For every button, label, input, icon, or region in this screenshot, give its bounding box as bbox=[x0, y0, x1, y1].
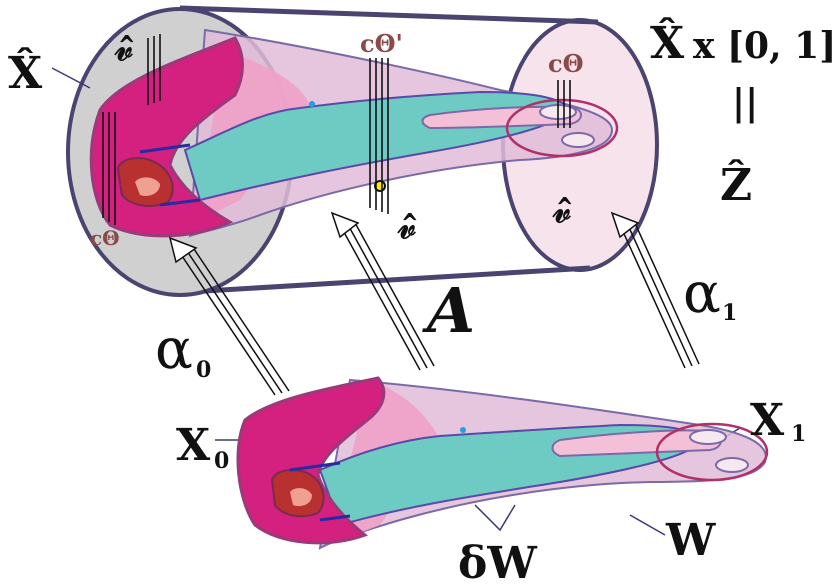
label-times-interval: x [0, 1] bbox=[693, 25, 833, 67]
line-bundles bbox=[102, 34, 571, 225]
label-v-hat-mid: 𝓋̂ bbox=[397, 205, 417, 247]
label-x-hat-times: X̂ bbox=[650, 16, 685, 69]
upper-finger-end-2 bbox=[561, 132, 595, 148]
label-alpha-0: α bbox=[155, 317, 193, 382]
embedded-cobordism bbox=[89, 28, 619, 238]
lower-finger-end-1 bbox=[689, 429, 727, 445]
label-W: W bbox=[665, 515, 716, 566]
label-parallel: || bbox=[732, 82, 758, 124]
A-arrow bbox=[330, 211, 435, 371]
label-alpha-1: α bbox=[683, 261, 721, 326]
label-x-hat: X̂ bbox=[8, 46, 43, 99]
label-c-theta-top: cΘ bbox=[548, 49, 584, 78]
cobordism-W bbox=[236, 376, 769, 550]
lower-inner-hole-light bbox=[290, 488, 312, 507]
label-A: A bbox=[422, 274, 475, 347]
label-X1-sub: 1 bbox=[791, 421, 806, 447]
label-alpha-0-sub: 0 bbox=[196, 357, 211, 383]
lower-dark-line-1 bbox=[289, 461, 341, 472]
upper-dark-line-2 bbox=[159, 198, 201, 207]
label-delta-W: δW bbox=[458, 538, 537, 586]
lower-dark-line-2 bbox=[319, 514, 351, 522]
X1-loop bbox=[655, 422, 769, 482]
label-c-theta-left: cΘ bbox=[90, 226, 120, 250]
label-X0-sub: 0 bbox=[214, 448, 229, 474]
alpha1-arrow bbox=[610, 211, 700, 369]
lower-blue-dot bbox=[460, 427, 466, 433]
label-X0: X bbox=[176, 420, 211, 471]
label-alpha-1-sub: 1 bbox=[722, 300, 737, 326]
lower-finger-end-2 bbox=[715, 457, 749, 473]
upper-blue-dot bbox=[309, 101, 315, 107]
upper-inner-hole-light bbox=[135, 177, 160, 196]
label-X1: X bbox=[750, 395, 785, 446]
cylinder-bottom-edge bbox=[187, 265, 591, 295]
alpha0-arrow bbox=[168, 236, 290, 396]
lower-finger bbox=[551, 429, 722, 458]
cylinder-top-edge bbox=[179, 5, 599, 25]
label-z-hat: Ẑ bbox=[720, 158, 752, 211]
label-c-theta-prime: cΘ' bbox=[360, 29, 403, 58]
upper-x1-loop bbox=[505, 98, 619, 158]
upper-dark-line-1 bbox=[139, 143, 191, 154]
label-v-hat-left: 𝓋̂ bbox=[114, 27, 134, 69]
label-v-hat-right: 𝓋̂ bbox=[552, 189, 572, 231]
